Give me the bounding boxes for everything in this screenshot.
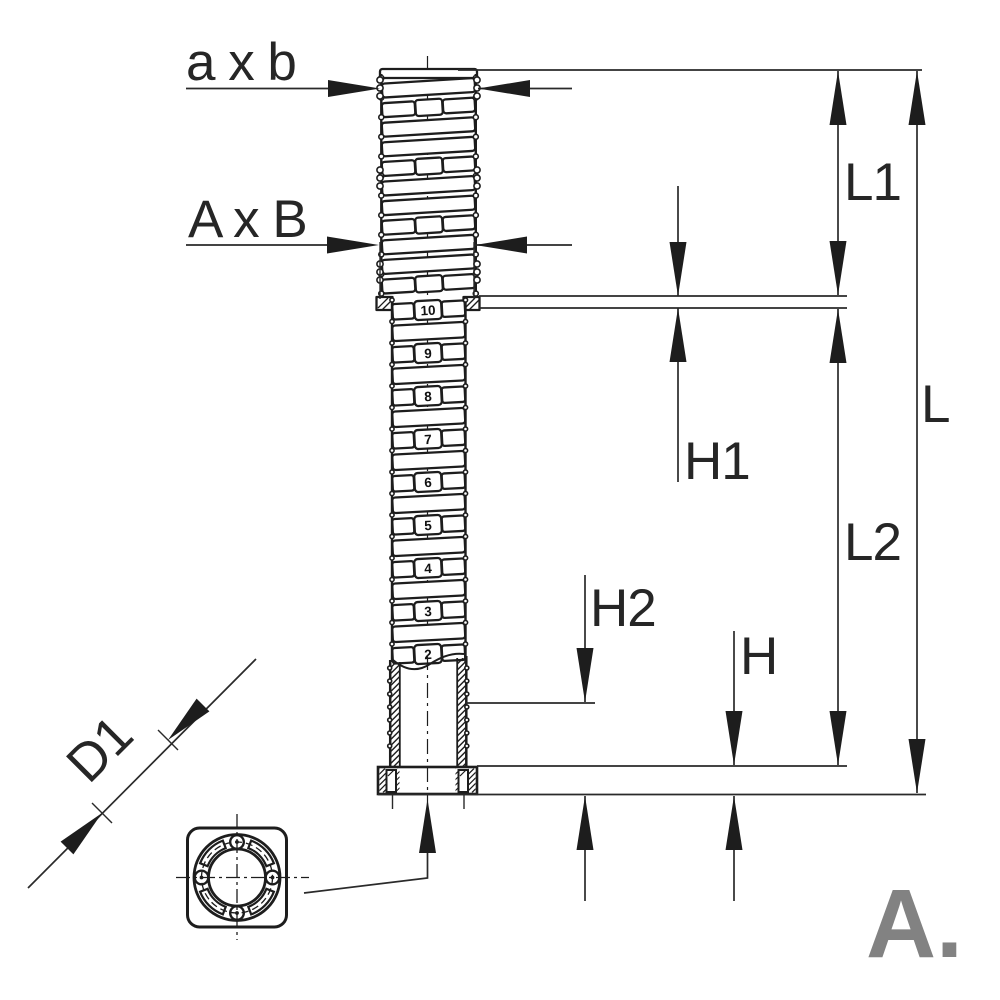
segment-number: 6 (424, 475, 433, 490)
segment-number: 8 (424, 389, 433, 404)
dimensions: a x b A x B L1 L2 (27, 33, 950, 901)
tube-upper-corrugation (380, 77, 477, 295)
dimension-a-x-b: a x b (186, 33, 572, 97)
segment-number: 9 (424, 346, 432, 361)
dimension-H2: H2 (576, 575, 657, 901)
wall-hatching (390, 658, 467, 767)
tube-top-cap (378, 67, 479, 80)
tube-flange (376, 765, 479, 809)
label-L: L (921, 375, 949, 434)
label-L1: L1 (844, 153, 901, 212)
segment-number: 7 (424, 432, 432, 447)
segment-number: 3 (424, 604, 433, 619)
segment-number: 5 (424, 518, 433, 533)
wall-notches (386, 665, 470, 749)
leader-line (303, 799, 436, 894)
label-L2: L2 (844, 513, 901, 572)
corrugated-tube: 10 9 8 7 6 5 4 3 2 (375, 56, 481, 852)
dimension-H1: H1 (669, 186, 751, 491)
dimension-L: L (908, 71, 950, 793)
segment-number: 2 (424, 647, 432, 662)
label-a-x-b: a x b (186, 33, 296, 92)
tube-lower-beads (389, 297, 469, 647)
dimension-L1: L1 (829, 71, 902, 295)
segment-number: 4 (424, 561, 433, 576)
label-D1: D1 (56, 706, 144, 794)
dimension-L2: L2 (829, 309, 902, 765)
segment-number: 10 (420, 303, 436, 319)
ring-segments (198, 839, 276, 916)
bolt-holes (193, 834, 281, 922)
tube-smooth-section (386, 652, 470, 767)
label-H: H (740, 627, 777, 686)
square-flange-outline (186, 826, 288, 929)
dimension-A-x-B: A x B (186, 190, 572, 299)
brand-logo: A. (866, 869, 963, 978)
tube-lower-corrugation: 10 9 8 7 6 5 4 3 2 (391, 298, 467, 666)
label-H2: H2 (590, 579, 656, 638)
bottom-view (176, 814, 309, 940)
label-H1: H1 (684, 432, 750, 491)
flange-hatching (379, 768, 476, 793)
label-A-x-B: A x B (188, 190, 307, 249)
dimension-H: H (725, 627, 778, 901)
